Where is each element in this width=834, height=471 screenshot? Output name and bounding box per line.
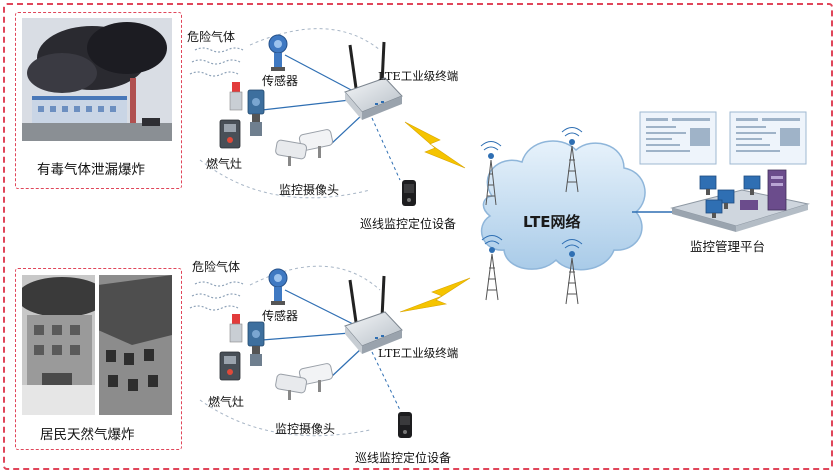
scene2-patrol-label: 巡线监控定位设备	[355, 451, 452, 465]
scene2-links	[261, 289, 363, 379]
network-label: LTE网络	[523, 213, 581, 231]
lightning-bolt-upper-icon	[404, 121, 466, 169]
scene2-camera-icon	[275, 363, 334, 400]
scene1-patrol-link	[371, 117, 401, 181]
scene1-gas-waves	[189, 47, 244, 77]
scene1-patrol-device-icon	[402, 180, 416, 206]
scene1-photo	[22, 18, 172, 141]
scene2-arc-lower	[199, 399, 371, 437]
scene1-sensor-label: 传感器	[262, 74, 299, 88]
scene1-links	[261, 54, 363, 146]
platform-screen-left-icon	[639, 111, 717, 165]
scene2-lte-terminal-icon	[344, 275, 403, 354]
scene2-gas-waves	[189, 281, 244, 311]
cell-tower-bottom-left-icon	[481, 235, 503, 301]
scene2-stove-label: 燃气灶	[208, 395, 245, 409]
outer-frame	[3, 3, 833, 470]
platform-computers-icon	[699, 169, 787, 218]
scene1-arc	[249, 28, 381, 51]
scene2-camera-label: 监控摄像头	[275, 422, 336, 436]
scene2-alarm-icon	[229, 314, 243, 343]
cell-tower-top-left-icon	[480, 141, 502, 206]
scene1-lte-terminal-icon	[344, 41, 403, 120]
scene2-caption: 居民天然气爆炸	[40, 427, 135, 443]
lte-cloud	[480, 140, 646, 271]
scene1-stove-label: 燃气灶	[206, 157, 243, 171]
scene1-detector-icon	[247, 89, 265, 136]
scene2-frame	[15, 268, 182, 450]
scene2-detector-icon	[247, 321, 265, 366]
scene1-gas-label: 危险气体	[187, 30, 236, 44]
scene2-sensor-icon	[268, 268, 288, 305]
cell-tower-bottom-right-icon	[561, 239, 583, 305]
scene2-gas-label: 危险气体	[192, 260, 241, 274]
scene2-sensor-label: 传感器	[262, 309, 299, 323]
scene1-alarm-icon	[229, 82, 243, 111]
scene1-stove-icon	[219, 119, 241, 149]
scene2-terminal-label: LTE工业级终端	[378, 346, 459, 360]
platform-screen-right-icon	[729, 111, 807, 165]
scene1-sensor-icon	[268, 34, 288, 71]
platform-desk-icon	[670, 189, 810, 232]
platform-label: 监控管理平台	[690, 239, 766, 254]
scene2-stove-icon	[219, 351, 241, 381]
lightning-bolt-lower-icon	[399, 277, 471, 313]
scene1-patrol-label: 巡线监控定位设备	[360, 217, 457, 231]
scene1-caption: 有毒气体泄漏爆炸	[37, 162, 145, 178]
scene1-terminal-label: LTE工业级终端	[378, 69, 459, 83]
scene2-arc	[249, 265, 381, 291]
scene2-photo	[22, 275, 172, 415]
scene1-camera-icon	[275, 129, 334, 166]
scene1-camera-label: 监控摄像头	[279, 183, 340, 197]
cell-tower-top-right-icon	[561, 127, 583, 193]
scene2-patrol-link	[371, 351, 401, 411]
scene2-patrol-device-icon	[398, 412, 412, 438]
scene1-arc-lower	[199, 159, 371, 199]
scene1-frame	[15, 12, 182, 189]
